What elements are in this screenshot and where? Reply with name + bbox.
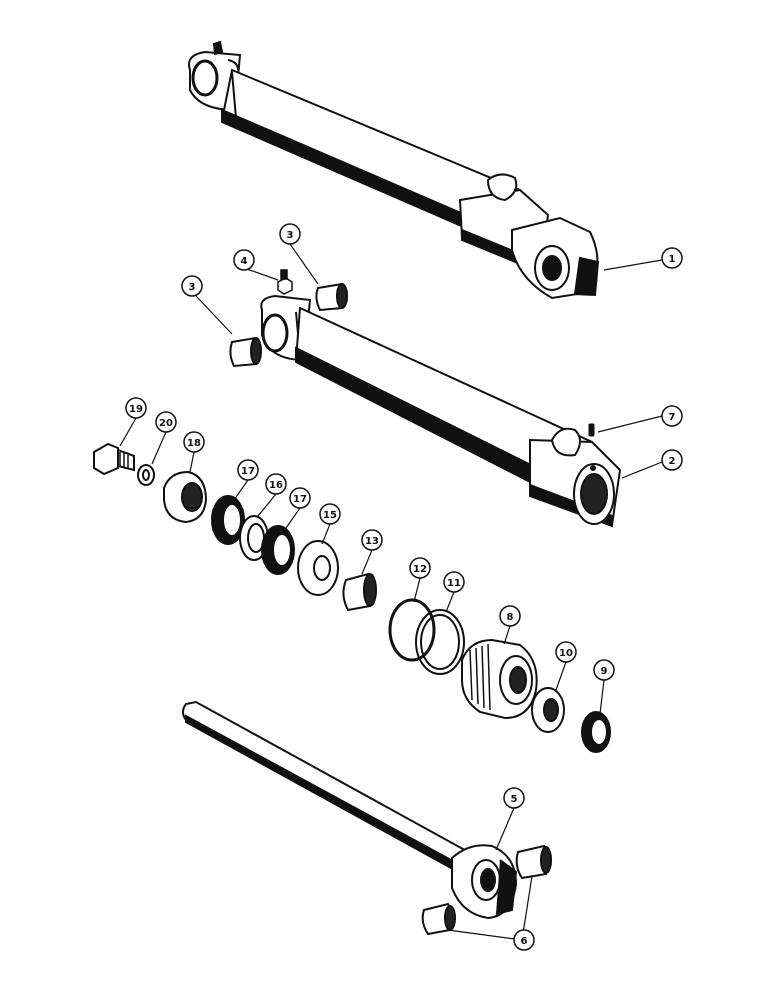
svg-text:15: 15 (323, 510, 337, 521)
svg-text:16: 16 (269, 480, 283, 491)
svg-text:3: 3 (189, 282, 196, 293)
svg-text:9: 9 (601, 666, 608, 677)
svg-text:6: 6 (521, 936, 528, 947)
gland-drawing (461, 638, 538, 720)
svg-text:10: 10 (559, 648, 573, 659)
svg-text:17: 17 (241, 466, 255, 477)
svg-text:13: 13 (365, 536, 379, 547)
svg-text:19: 19 (129, 404, 143, 415)
backup-ring-drawing (415, 609, 465, 675)
svg-text:7: 7 (669, 412, 676, 423)
svg-text:8: 8 (507, 612, 514, 623)
callout-2: 2 (661, 449, 683, 471)
piston-drawing (163, 470, 208, 524)
callout-20: 20 (155, 411, 177, 433)
grease-fitting-drawing (277, 269, 293, 295)
callout-13: 13 (361, 529, 383, 551)
callout-19: 19 (125, 397, 147, 419)
callout-8: 8 (499, 605, 521, 627)
cylinder-assembly-drawing (188, 40, 600, 300)
spacer-drawing (342, 572, 377, 612)
callout-17-left: 17 (237, 459, 259, 481)
callout-3-left: 3 (181, 275, 203, 297)
svg-text:11: 11 (447, 578, 461, 589)
callout-10: 10 (555, 641, 577, 663)
leader-lines (119, 243, 663, 941)
svg-text:2: 2 (669, 456, 676, 467)
callout-11: 11 (443, 571, 465, 593)
cylinder-barrel-drawing (260, 294, 622, 528)
callouts: 1 2 3 3 4 5 6 7 8 9 10 11 12 13 15 16 17… (125, 223, 683, 951)
callout-12: 12 (409, 557, 431, 579)
callout-1: 1 (661, 247, 683, 269)
piston-seal-drawing-2 (261, 525, 295, 575)
svg-text:20: 20 (159, 418, 173, 429)
callout-4: 4 (233, 249, 255, 271)
bolt-drawing (93, 442, 135, 476)
callout-5: 5 (503, 787, 525, 809)
bushing-drawings (229, 282, 348, 368)
callout-17-right: 17 (289, 487, 311, 509)
svg-text:12: 12 (413, 564, 427, 575)
wear-ring-drawing (239, 515, 269, 561)
callout-6: 6 (513, 929, 535, 951)
piston-rod-drawing (182, 700, 518, 920)
washer-drawing (297, 540, 339, 596)
set-screw-drawing (588, 423, 595, 437)
rod-seal-drawing (531, 687, 565, 733)
svg-text:5: 5 (511, 794, 518, 805)
svg-text:18: 18 (187, 438, 201, 449)
piston-seal-drawing-1 (211, 495, 245, 545)
callout-3-right: 3 (279, 223, 301, 245)
svg-text:1: 1 (669, 254, 676, 265)
wiper-drawing (581, 711, 611, 753)
callout-9: 9 (593, 659, 615, 681)
svg-text:4: 4 (241, 256, 248, 267)
svg-text:17: 17 (293, 494, 307, 505)
lock-washer-drawing (137, 464, 155, 486)
callout-7: 7 (661, 405, 683, 427)
o-ring-drawing (388, 598, 436, 662)
callout-18: 18 (183, 431, 205, 453)
callout-16: 16 (265, 473, 287, 495)
callout-15: 15 (319, 503, 341, 525)
rod-bushing-drawings (421, 844, 552, 936)
svg-text:3: 3 (287, 230, 294, 241)
